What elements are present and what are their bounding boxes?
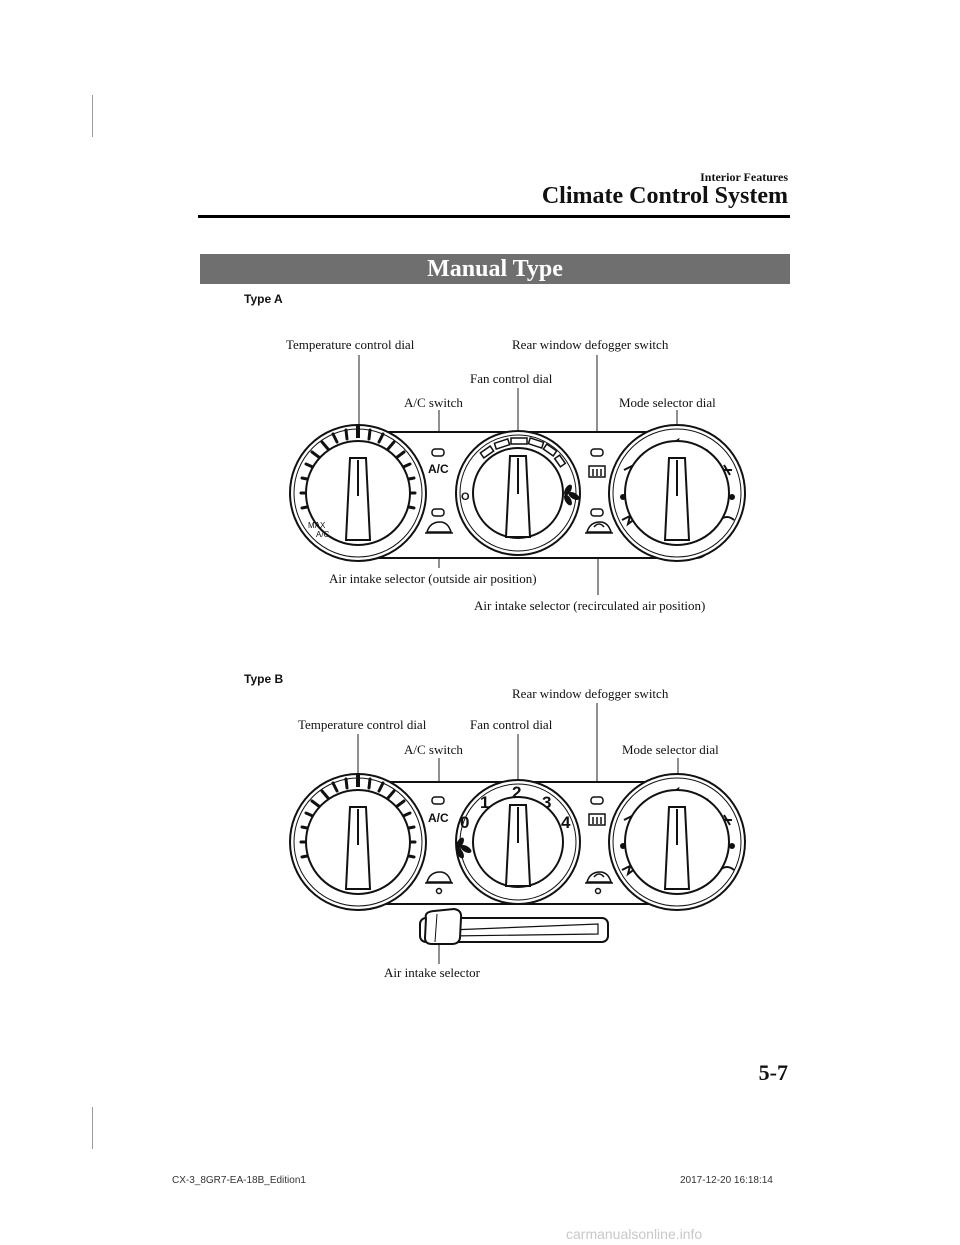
max-ac-label: MAX (308, 521, 326, 530)
type-a-label: Type A (244, 292, 283, 306)
callout-ac-switch-b: A/C switch (404, 742, 463, 757)
air-intake-lever (423, 907, 463, 945)
crop-mark (92, 1107, 93, 1149)
fan-speed-2: 2 (512, 783, 521, 802)
header-rule (198, 215, 790, 218)
callout-intake-selector-b: Air intake selector (384, 965, 481, 980)
callout-mode-dial-b: Mode selector dial (622, 742, 719, 757)
callout-mode-dial: Mode selector dial (619, 395, 716, 410)
recirculated-air-icon-b (585, 871, 613, 895)
recirculated-air-icon (585, 521, 613, 534)
watermark: carmanualsonline.info (566, 1226, 703, 1242)
rear-defogger-icon-b (588, 813, 606, 826)
ac-switch-label-b: A/C (428, 811, 449, 825)
crop-mark (92, 95, 93, 137)
fan-zero-label: O (461, 491, 470, 503)
type-a-control-panel: MAX A/C A/C O (289, 355, 746, 595)
callout-fan-dial: Fan control dial (470, 371, 553, 386)
callout-intake-recirc: Air intake selector (recirculated air po… (474, 598, 706, 613)
footer-doc-id: CX-3_8GR7-EA-18B_Edition1 (172, 1175, 306, 1186)
page-title: Climate Control System (541, 183, 788, 209)
fan-speed-1: 1 (480, 793, 489, 812)
max-ac-sub-label: A/C (316, 530, 330, 539)
section-title: Interior Features (700, 170, 788, 184)
ac-switch-label: A/C (428, 462, 449, 476)
callout-temperature-dial: Temperature control dial (286, 337, 415, 352)
fan-speed-3: 3 (542, 793, 551, 812)
section-banner: Manual Type (200, 254, 790, 284)
fan-speed-segments (479, 437, 567, 468)
rear-defogger-icon (588, 465, 606, 478)
type-b-control-panel: A/C 0 1 2 3 4 (289, 703, 746, 964)
fan-speed-4: 4 (561, 813, 571, 832)
callout-rear-defogger-b: Rear window defogger switch (512, 686, 669, 701)
callout-rear-defogger: Rear window defogger switch (512, 337, 669, 352)
callout-fan-dial-b: Fan control dial (470, 717, 553, 732)
fan-icon-b (456, 837, 472, 859)
callout-intake-outside: Air intake selector (outside air positio… (329, 571, 537, 586)
page-number: 5-7 (758, 1060, 788, 1085)
footer-timestamp: 2017-12-20 16:18:14 (680, 1175, 773, 1186)
fan-speed-0: 0 (460, 813, 469, 832)
callout-temperature-dial-b: Temperature control dial (298, 717, 427, 732)
type-b-label: Type B (244, 672, 284, 686)
fan-icon (564, 484, 580, 506)
callout-ac-switch: A/C switch (404, 395, 463, 410)
